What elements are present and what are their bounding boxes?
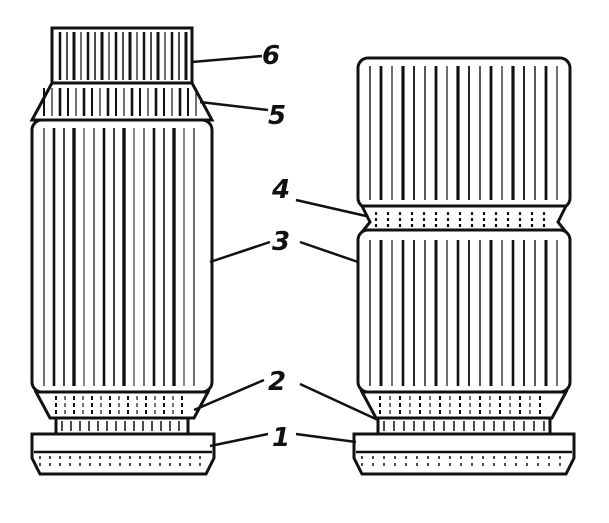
right-waist-groove — [358, 204, 570, 234]
leader-3-right — [299, 240, 359, 264]
leader-1-right — [295, 432, 357, 444]
right-rim-stripes — [361, 456, 561, 470]
leader-lines — [191, 54, 379, 448]
left-body — [30, 118, 214, 394]
leader-2-left — [193, 378, 265, 412]
leader-4 — [295, 198, 367, 218]
left-body-stripes — [43, 128, 195, 386]
left-groove-stripes — [61, 421, 180, 431]
label-4: 4 — [271, 175, 290, 205]
left-rim — [30, 432, 216, 476]
right-lower-body — [356, 228, 572, 394]
right-upper-body — [356, 56, 572, 210]
right-groove-stripes — [383, 421, 545, 431]
left-cartridge-case — [29, 26, 216, 476]
left-shoulder — [29, 81, 215, 122]
leader-2-right — [299, 382, 379, 422]
right-taper-stripes — [379, 396, 541, 414]
left-neck-stripes — [58, 32, 188, 80]
label-1: 1 — [272, 423, 290, 453]
left-rim-stripes — [39, 456, 201, 470]
leader-3-left — [209, 240, 271, 264]
right-rim — [352, 432, 576, 476]
label-2: 2 — [268, 367, 286, 397]
left-extractor-groove — [54, 416, 190, 436]
right-waist-stripes — [374, 212, 546, 228]
leader-6 — [191, 54, 263, 64]
right-lower-stripes — [369, 240, 558, 386]
right-lower-taper — [359, 390, 569, 420]
leader-1-left — [209, 432, 269, 448]
label-6: 6 — [262, 41, 280, 71]
left-shoulder-stripes — [43, 88, 197, 116]
label-5: 5 — [268, 101, 286, 131]
label-3: 3 — [272, 227, 290, 257]
right-upper-stripes — [369, 66, 558, 200]
left-taper-stripes — [55, 396, 183, 414]
right-cartridge-case — [352, 56, 576, 476]
leader-5 — [199, 100, 269, 112]
